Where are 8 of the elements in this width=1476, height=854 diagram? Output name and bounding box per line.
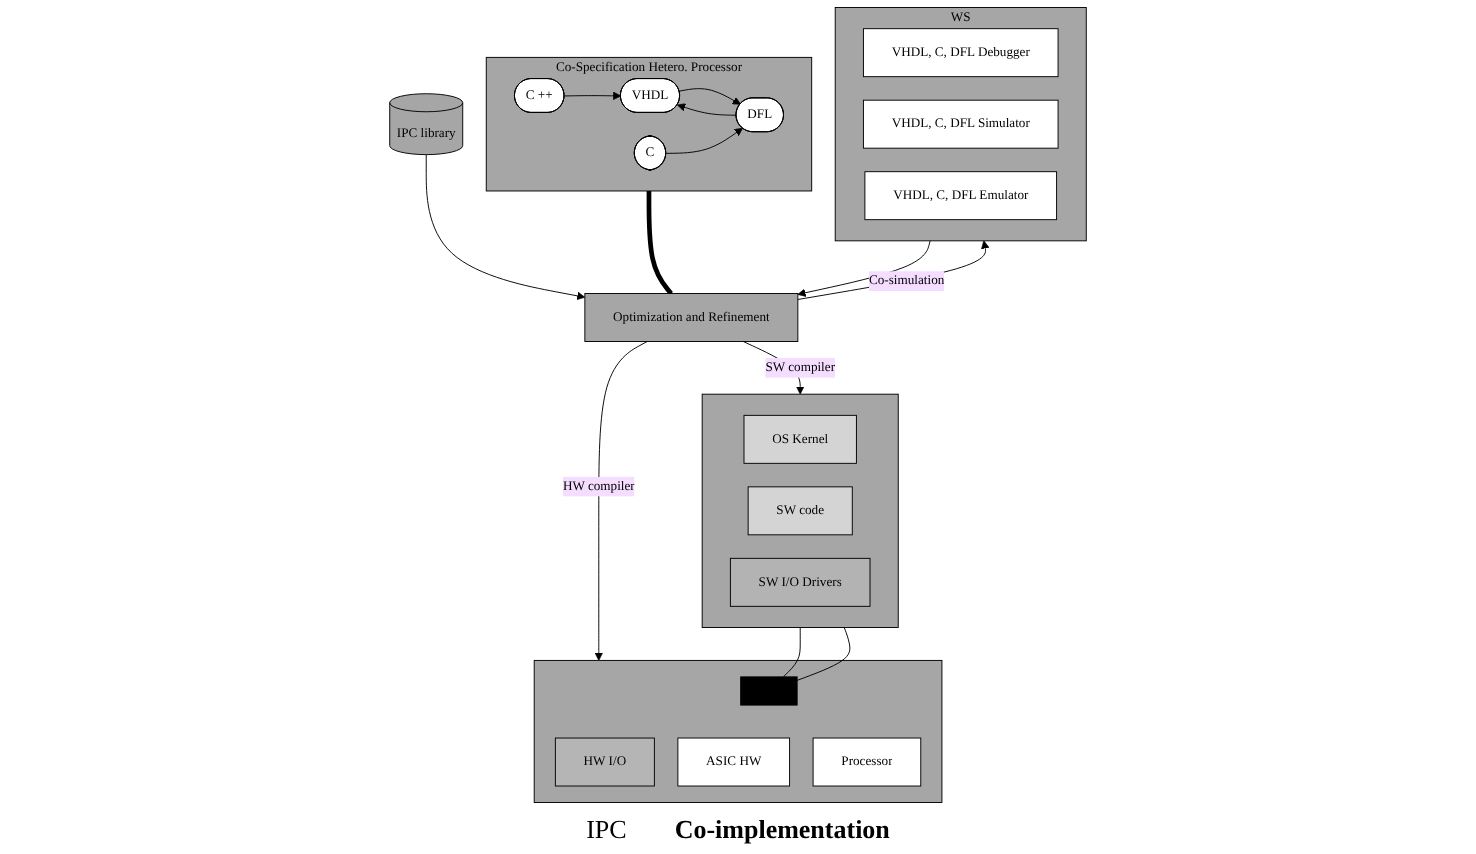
cluster	[533, 659, 943, 803]
connector	[796, 627, 851, 681]
note-label: Co-implementation	[674, 814, 890, 846]
note-label: IPC	[586, 814, 627, 846]
node-box	[740, 676, 798, 706]
connector	[646, 191, 673, 296]
connector	[782, 627, 801, 678]
cluster	[701, 393, 899, 628]
